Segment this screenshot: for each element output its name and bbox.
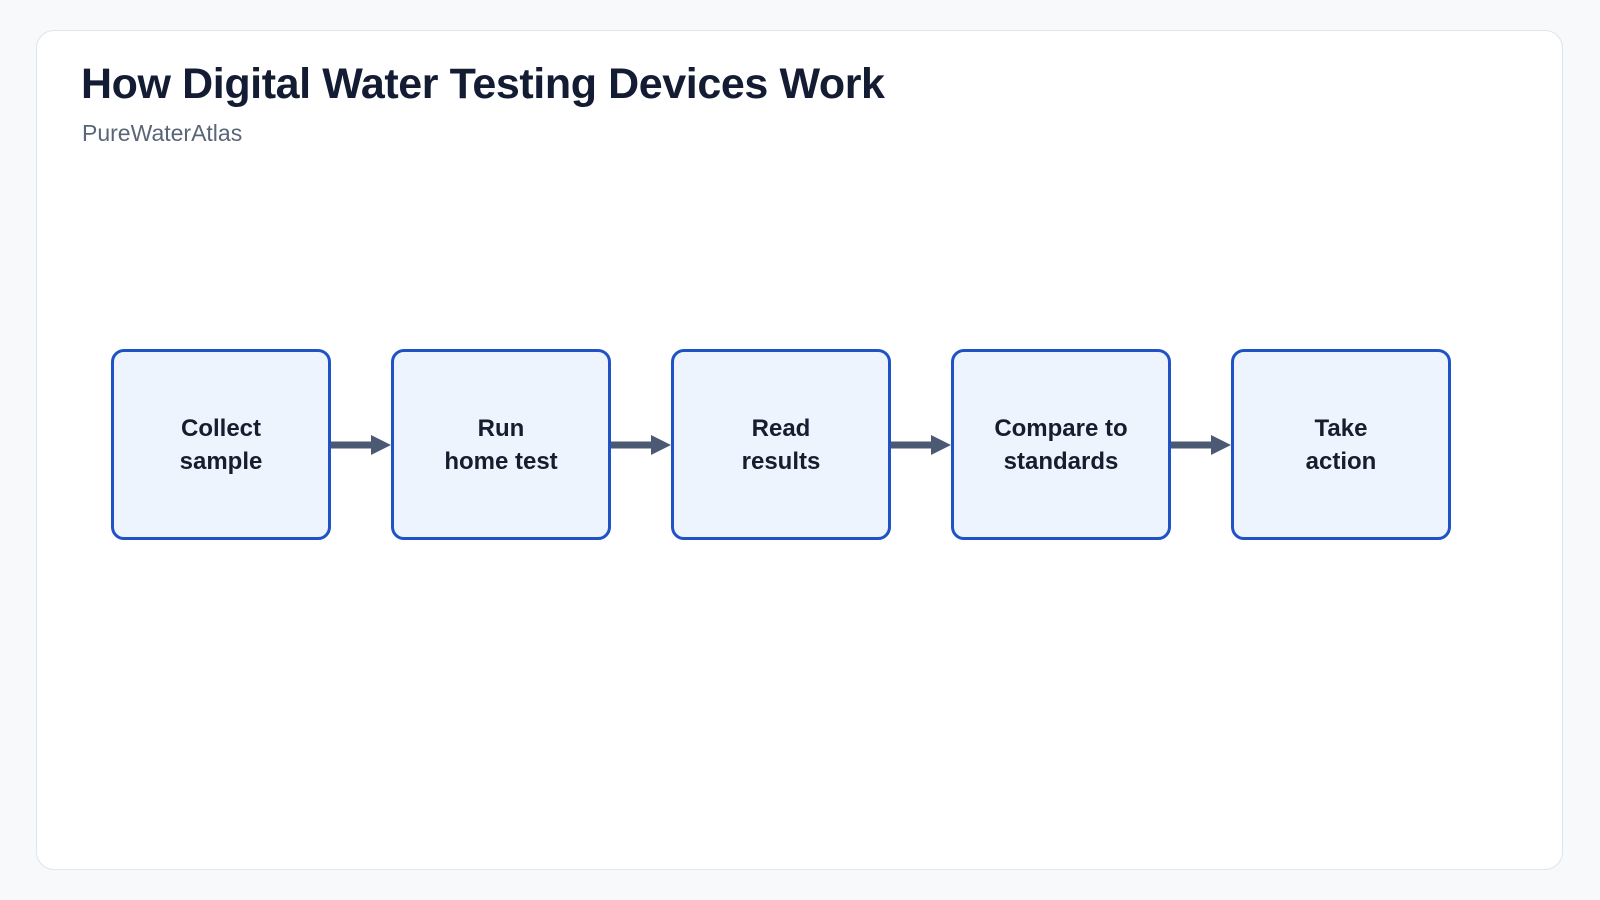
flow-node-take-action[interactable]: Take action bbox=[1231, 349, 1451, 540]
arrow-right-icon bbox=[891, 434, 951, 455]
flow-node-label: Take action bbox=[1305, 414, 1377, 475]
flow-node-compare-to-standards[interactable]: Compare to standards bbox=[951, 349, 1171, 540]
content-card: How Digital Water Testing Devices Work P… bbox=[36, 30, 1563, 870]
page-title: How Digital Water Testing Devices Work bbox=[81, 60, 885, 108]
flow-node-collect-sample[interactable]: Collect sample bbox=[111, 349, 331, 540]
flow-arrow-3 bbox=[891, 430, 951, 460]
process-flow-diagram: Collect sample Run home test bbox=[111, 349, 1491, 540]
flow-arrow-4 bbox=[1171, 430, 1231, 460]
flow-arrow-1 bbox=[331, 430, 391, 460]
flow-node-label: Compare to standards bbox=[994, 414, 1128, 475]
arrow-right-icon bbox=[331, 434, 391, 455]
arrow-right-icon bbox=[611, 434, 671, 455]
arrow-right-icon bbox=[1171, 434, 1231, 455]
flow-node-read-results[interactable]: Read results bbox=[671, 349, 891, 540]
flow-arrow-2 bbox=[611, 430, 671, 460]
flow-node-run-home-test[interactable]: Run home test bbox=[391, 349, 611, 540]
header: How Digital Water Testing Devices Work P… bbox=[81, 59, 1481, 147]
flow-node-label: Read results bbox=[741, 414, 821, 475]
page-subtitle: PureWaterAtlas bbox=[82, 119, 243, 146]
flow-node-label: Collect sample bbox=[179, 414, 263, 475]
flow-node-label: Run home test bbox=[444, 414, 558, 475]
